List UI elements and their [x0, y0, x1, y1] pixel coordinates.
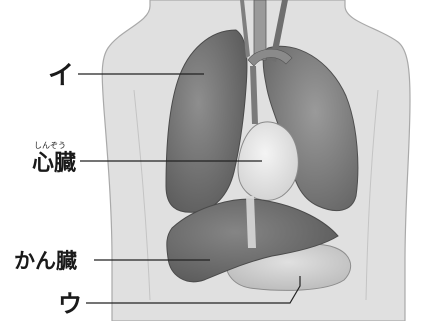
label-heart: 心臓 [32, 151, 76, 176]
label-i: イ [48, 61, 74, 91]
label-u: ウ [58, 290, 82, 318]
label-liver: かん臓 [14, 249, 77, 273]
label-heart-ruby: しんぞう [34, 141, 66, 150]
